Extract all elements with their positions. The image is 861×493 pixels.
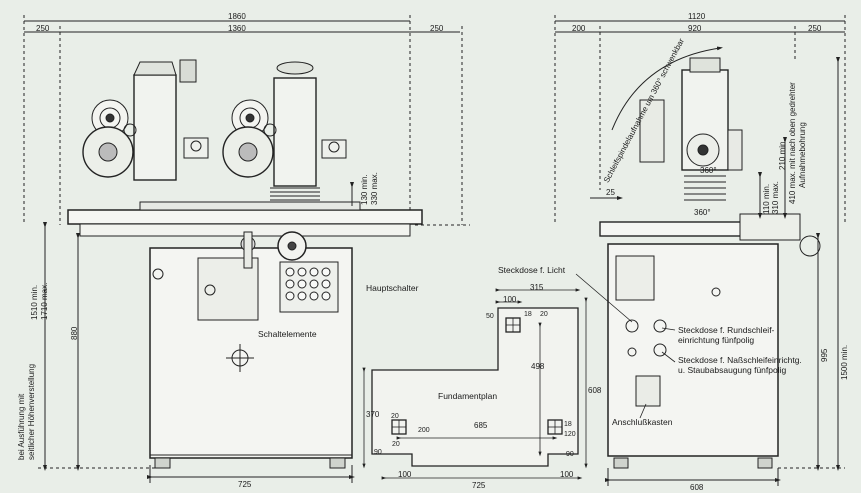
dim-250-left: 250 bbox=[36, 24, 50, 33]
dim-410-max: 410 max. mit nach oben gedrehter bbox=[788, 82, 797, 204]
dim-120: 120 bbox=[564, 431, 576, 438]
dim-130-min: 130 min. bbox=[360, 174, 369, 205]
dim-250-side: 250 bbox=[808, 24, 822, 33]
dim-200: 200 bbox=[572, 24, 586, 33]
anschlusskasten-label: Anschlußkasten bbox=[612, 417, 673, 427]
dim-1500-min: 1500 min. bbox=[840, 344, 849, 380]
deg360-lower: 360° bbox=[694, 208, 711, 217]
dim-110-min: 110 min. bbox=[762, 183, 771, 214]
dim-100-left: 100 bbox=[398, 470, 412, 479]
dim-20-top: 20 bbox=[540, 311, 548, 318]
steckdose-nass-line-1: Steckdose f. Naßschleifeinrichtg. bbox=[678, 355, 802, 365]
left-vertical-dimensions bbox=[38, 182, 354, 471]
steckdose-rund-line-2: einrichtung fünfpolig bbox=[678, 335, 755, 345]
dim-1120: 1120 bbox=[688, 12, 706, 21]
schaltelemente-label: Schaltelemente bbox=[258, 329, 317, 339]
dim-90-left: 90 bbox=[374, 449, 382, 456]
fundamentplan-label: Fundamentplan bbox=[438, 391, 498, 401]
steckdose-nass-line-2: u. Staubabsaugung fünfpolig bbox=[678, 365, 787, 375]
dim-370: 370 bbox=[366, 410, 380, 419]
fundament-plan-drawing bbox=[362, 288, 588, 480]
dim-250-right: 250 bbox=[430, 24, 444, 33]
steckdose-licht-label: Steckdose f. Licht bbox=[498, 265, 566, 275]
dim-608-side: 608 bbox=[690, 483, 704, 492]
dim-330-max: 330 max. bbox=[370, 172, 379, 205]
dim-995: 995 bbox=[820, 348, 829, 362]
dim-100-right: 100 bbox=[560, 470, 574, 479]
dim-315: 315 bbox=[530, 283, 544, 292]
deg360-upper: 360° bbox=[700, 166, 717, 175]
dim-18-top: 18 bbox=[524, 311, 532, 318]
dim-90-right: 90 bbox=[566, 451, 574, 458]
dim-1710-max: 1710 max. bbox=[40, 282, 49, 320]
ausfuehrung-line-2: seitlicher Höhenverstellung bbox=[27, 363, 36, 460]
dim-725-fundament: 725 bbox=[472, 481, 486, 490]
dim-210-min: 210 min. bbox=[778, 139, 787, 170]
dim-200: 200 bbox=[418, 427, 430, 434]
front-view-machine bbox=[67, 59, 423, 483]
dim-20-bottom: 20 bbox=[392, 441, 400, 448]
dim-20-left: 20 bbox=[391, 413, 399, 420]
ausfuehrung-line-1: bei Ausführung mit bbox=[17, 393, 26, 460]
dim-920: 920 bbox=[688, 24, 702, 33]
dim-880: 880 bbox=[70, 326, 79, 340]
side-view-machine bbox=[575, 46, 845, 486]
dim-608-fundament: 608 bbox=[588, 386, 602, 395]
dim-1510-min: 1510 min. bbox=[30, 284, 39, 320]
dim-50: 50 bbox=[486, 313, 494, 320]
steckdose-rund-line-1: Steckdose f. Rundschleif- bbox=[678, 325, 775, 335]
dim-498: 498 bbox=[531, 362, 545, 371]
dim-725-front: 725 bbox=[238, 480, 252, 489]
dim-685: 685 bbox=[474, 421, 488, 430]
dim-310-max: 310 max. bbox=[771, 181, 780, 214]
hauptschalter-label: Hauptschalter bbox=[366, 283, 419, 293]
dim-1860: 1860 bbox=[228, 12, 246, 21]
dim-100-top: 100 bbox=[503, 295, 517, 304]
dim-18-right: 18 bbox=[564, 421, 572, 428]
dim-1360: 1360 bbox=[228, 24, 246, 33]
aufnahmebohrung: Aufnahmebohrung bbox=[798, 122, 807, 188]
dim-25: 25 bbox=[606, 188, 615, 197]
top-dimension-lines bbox=[23, 15, 846, 226]
